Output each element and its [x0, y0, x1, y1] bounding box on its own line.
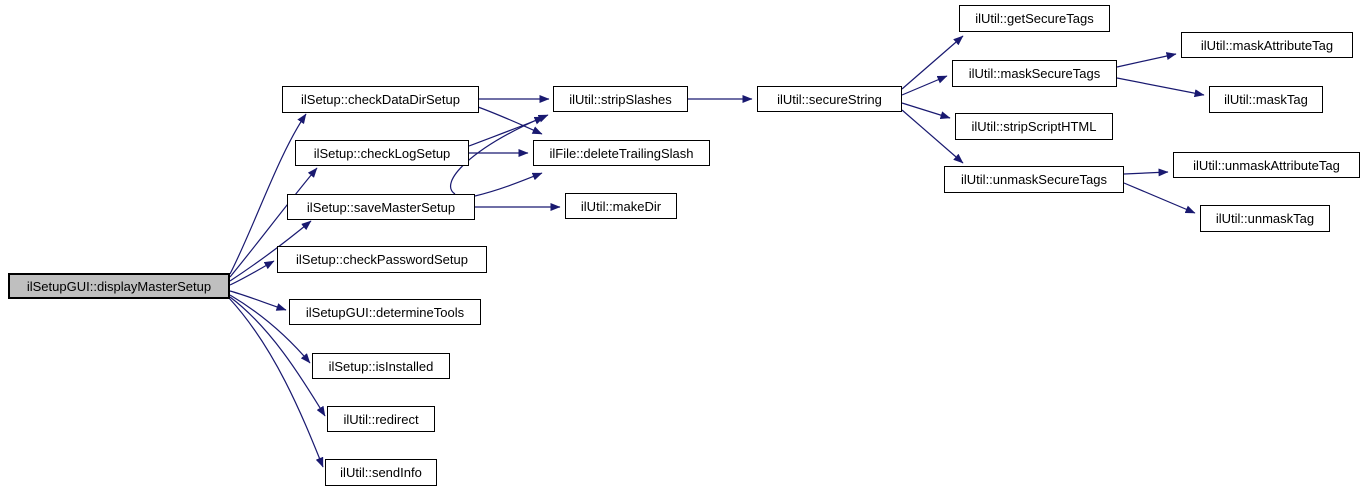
node-redirect[interactable]: ilUtil::redirect [327, 406, 435, 432]
edge-unmaskSecureTags-unmaskAttributeTag [1123, 168, 1169, 177]
node-unmaskTag[interactable]: ilUtil::unmaskTag [1200, 205, 1330, 232]
edge-displayMasterSetup-checkLogSetup [229, 167, 318, 278]
node-determineTools[interactable]: ilSetupGUI::determineTools [289, 299, 481, 325]
edge-saveMasterSetup-deleteTrailingSlash [474, 172, 543, 197]
edge-secureString-stripScriptHTML [901, 102, 951, 119]
edge-maskSecureTags-maskAttributeTag [1116, 52, 1177, 68]
node-secureString[interactable]: ilUtil::secureString [757, 86, 902, 112]
edge-displayMasterSetup-determineTools [229, 290, 287, 311]
node-checkPasswordSetup[interactable]: ilSetup::checkPasswordSetup [277, 246, 487, 273]
edge-displayMasterSetup-redirect [229, 296, 326, 417]
edge-secureString-unmaskSecureTags [901, 109, 964, 164]
node-unmaskSecureTags[interactable]: ilUtil::unmaskSecureTags [944, 166, 1124, 193]
node-maskAttributeTag[interactable]: ilUtil::maskAttributeTag [1181, 32, 1353, 58]
edge-displayMasterSetup-isInstalled [229, 294, 311, 364]
node-checkLogSetup[interactable]: ilSetup::checkLogSetup [295, 140, 469, 166]
node-makeDir[interactable]: ilUtil::makeDir [565, 193, 677, 219]
node-maskTag[interactable]: ilUtil::maskTag [1209, 86, 1323, 113]
node-stripSlashes[interactable]: ilUtil::stripSlashes [553, 86, 688, 112]
node-sendInfo[interactable]: ilUtil::sendInfo [325, 459, 437, 486]
node-isInstalled[interactable]: ilSetup::isInstalled [312, 353, 450, 379]
node-getSecureTags[interactable]: ilUtil::getSecureTags [959, 5, 1110, 32]
edge-unmaskSecureTags-unmaskTag [1123, 182, 1196, 214]
node-maskSecureTags[interactable]: ilUtil::maskSecureTags [952, 60, 1117, 87]
edge-maskSecureTags-maskTag [1116, 77, 1205, 98]
edge-displayMasterSetup-saveMasterSetup [229, 220, 312, 282]
node-checkDataDirSetup[interactable]: ilSetup::checkDataDirSetup [282, 86, 479, 113]
node-displayMasterSetup: ilSetupGUI::displayMasterSetup [8, 273, 230, 299]
node-saveMasterSetup[interactable]: ilSetup::saveMasterSetup [287, 194, 475, 220]
node-unmaskAttributeTag[interactable]: ilUtil::unmaskAttributeTag [1173, 152, 1360, 178]
edge-displayMasterSetup-checkPasswordSetup [229, 260, 275, 286]
edge-checkDataDirSetup-deleteTrailingSlash [477, 106, 543, 135]
edge-displayMasterSetup-sendInfo [228, 297, 324, 468]
edge-displayMasterSetup-checkDataDirSetup [229, 113, 307, 275]
edge-secureString-maskSecureTags [901, 75, 948, 96]
node-deleteTrailingSlash[interactable]: ilFile::deleteTrailingSlash [533, 140, 710, 166]
edge-secureString-getSecureTags [901, 35, 964, 90]
node-stripScriptHTML[interactable]: ilUtil::stripScriptHTML [955, 113, 1113, 140]
